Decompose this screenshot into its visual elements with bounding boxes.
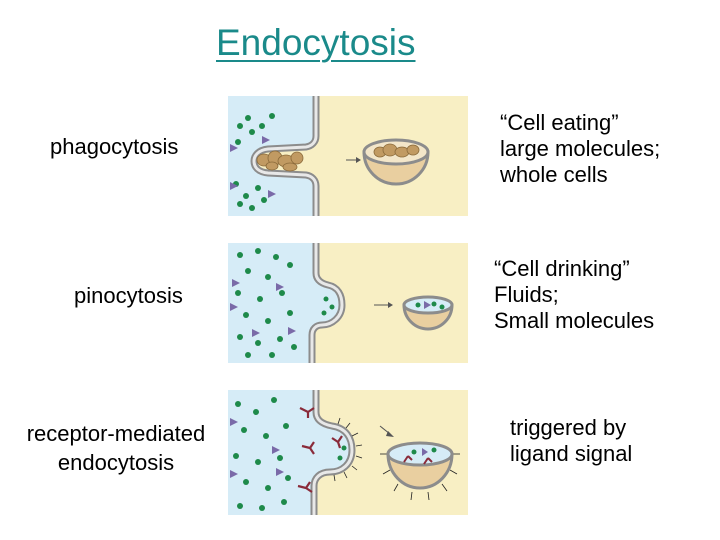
phagocytosis-description: “Cell eating” large molecules; whole cel… xyxy=(500,110,660,188)
receptor-mediated-endocytosis-label: receptor-mediated endocytosis xyxy=(6,419,226,477)
description-line: triggered by xyxy=(510,415,632,441)
description-line: “Cell drinking” xyxy=(494,256,654,282)
rme-label-line-2: endocytosis xyxy=(6,448,226,477)
description-line: large molecules; xyxy=(500,136,660,162)
description-line: Small molecules xyxy=(494,308,654,334)
description-line: Fluids; xyxy=(494,282,654,308)
pinocytosis-label: pinocytosis xyxy=(74,281,183,310)
receptor-mediated-endocytosis-illustration xyxy=(228,390,468,515)
description-line: “Cell eating” xyxy=(500,110,660,136)
description-line: ligand signal xyxy=(510,441,632,467)
rme-label-line-1: receptor-mediated xyxy=(6,419,226,448)
description-line: whole cells xyxy=(500,162,660,188)
phagocytosis-illustration xyxy=(228,96,468,216)
pinocytosis-illustration xyxy=(228,243,468,363)
phagocytosis-label: phagocytosis xyxy=(50,132,178,161)
rme-description: triggered by ligand signal xyxy=(510,415,632,467)
page-title: Endocytosis xyxy=(216,22,416,64)
pinocytosis-description: “Cell drinking” Fluids; Small molecules xyxy=(494,256,654,334)
